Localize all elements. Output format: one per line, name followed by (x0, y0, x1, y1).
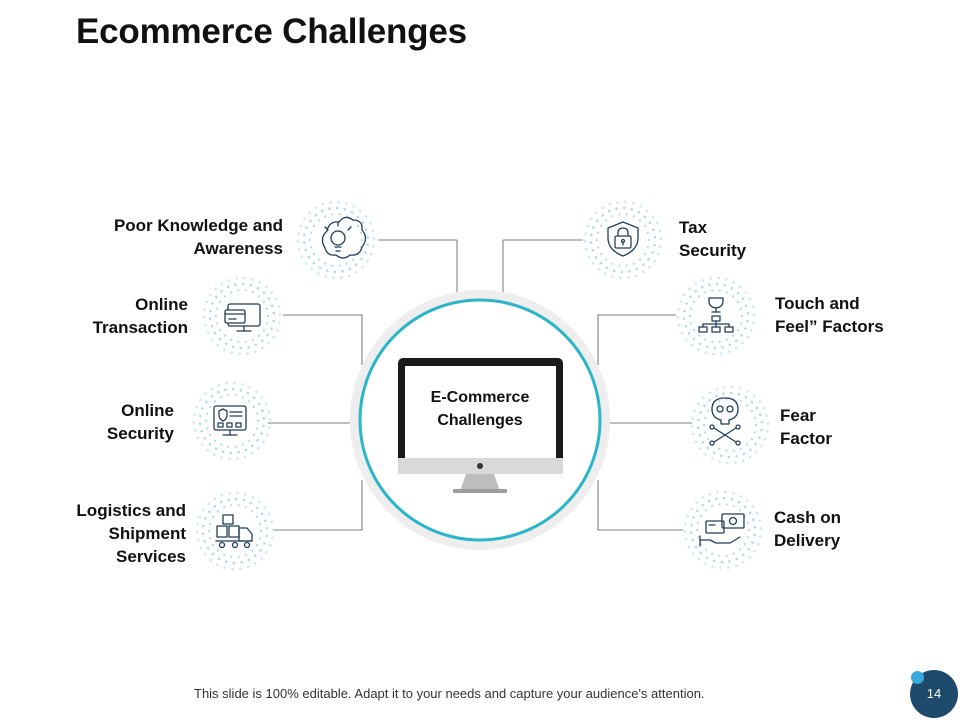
dot-halo-trophy-hierarchy-icon (676, 276, 756, 356)
connector-touch-feel (597, 314, 676, 365)
connector-cash-delivery (597, 480, 683, 531)
center-label: E-Commerce Challenges (430, 389, 530, 429)
icons (213, 216, 745, 549)
icon-dot-circles (192, 200, 770, 571)
label-fear-factor: Fear Factor (780, 406, 832, 448)
shield-lock-icon (607, 221, 639, 257)
connector-lines (268, 239, 692, 531)
dot-halo-secure-computer-icon (192, 381, 272, 461)
dot-halo-cash-hand-icon (683, 490, 763, 570)
label-online-transaction: Online Transaction (92, 295, 188, 337)
label-touch-feel: Touch and Feel” Factors (775, 294, 884, 336)
credit-card-monitor-icon (224, 303, 261, 332)
label-poor-knowledge: Poor Knowledge and Awareness (113, 216, 283, 258)
dot-halo-brain-lightbulb-icon (296, 200, 376, 280)
footer-note: This slide is 100% editable. Adapt it to… (194, 686, 705, 701)
dot-halo-delivery-truck-icon (195, 491, 275, 571)
brain-lightbulb-icon (321, 216, 367, 259)
trophy-hierarchy-icon (698, 297, 734, 333)
connector-online-transaction (283, 314, 363, 365)
label-logistics: Logistics and Shipment Services (76, 501, 186, 566)
connector-tax-security (502, 239, 583, 292)
monitor-icon (398, 358, 563, 493)
secure-computer-icon (213, 405, 247, 436)
dot-halo-shield-lock-icon (583, 200, 663, 280)
page-title: Ecommerce Challenges (76, 12, 467, 51)
label-cash-delivery: Cash on Delivery (774, 508, 842, 550)
center-hub (350, 290, 610, 550)
delivery-truck-icon (215, 514, 253, 549)
badge-dot (911, 671, 924, 684)
label-online-security: Online Security (106, 401, 174, 443)
connector-poor-knowledge (378, 239, 458, 292)
skull-crossbones-icon (709, 397, 741, 446)
dot-halo-skull-crossbones-icon (690, 385, 770, 465)
cash-hand-icon (699, 513, 745, 547)
dot-halo-credit-card-monitor-icon (202, 276, 282, 356)
label-tax-security: Tax Security (679, 218, 747, 260)
connector-logistics (274, 480, 363, 531)
